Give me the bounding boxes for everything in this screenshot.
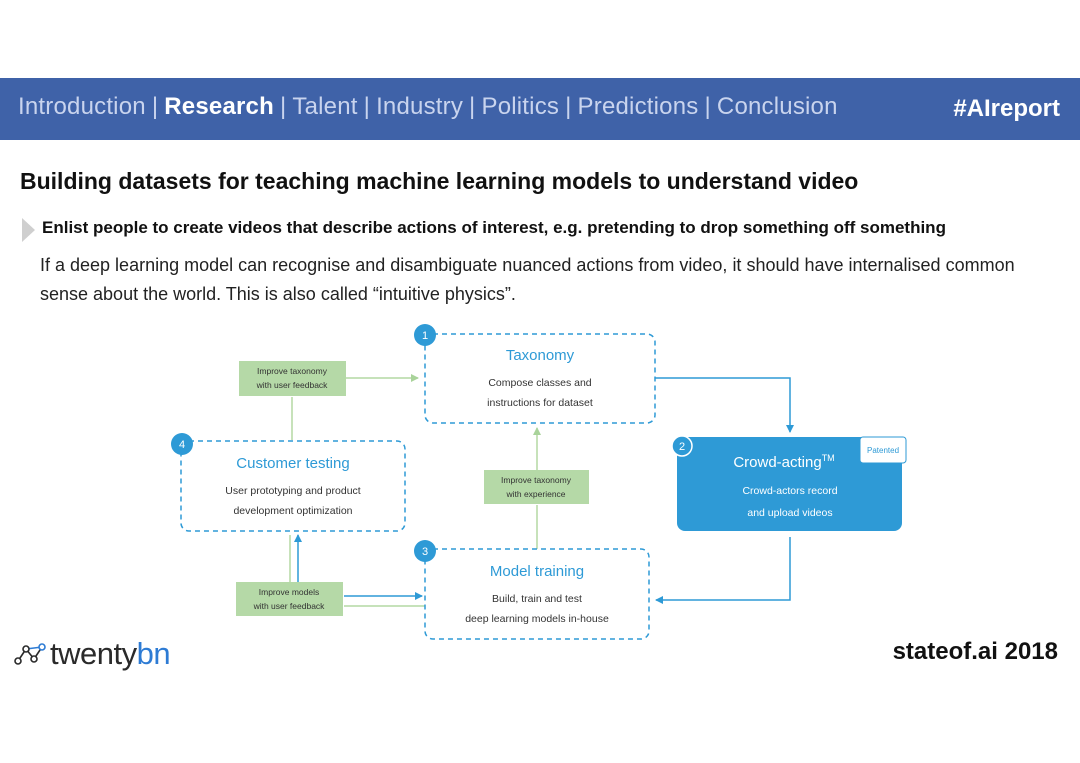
- feedback-mid-line2: with experience: [505, 489, 565, 499]
- logo-main: twenty: [50, 636, 137, 671]
- step-number-4: 4: [179, 439, 185, 451]
- crowd-title: Crowd-actingTM: [733, 453, 834, 471]
- bullet-text: Enlist people to create videos that desc…: [42, 218, 946, 237]
- nav-separator: |: [565, 93, 572, 120]
- customer-title: Customer testing: [236, 455, 349, 472]
- taxonomy-line1: Compose classes and: [488, 377, 591, 389]
- hashtag: #AIreport: [953, 95, 1060, 122]
- step-badge-1: [414, 324, 436, 346]
- connectors: [289, 374, 794, 607]
- patented-badge: [859, 436, 907, 464]
- step-number-1: 1: [422, 330, 428, 342]
- crowd-acting-node: 2 Patented Crowd-actingTM Crowd-actors r…: [671, 435, 907, 531]
- feedback-mid: Improve taxonomy with experience: [484, 470, 589, 504]
- nav-item-introduction[interactable]: Introduction: [18, 93, 146, 120]
- crowd-title-sup: TM: [822, 453, 835, 463]
- crowd-line1: Crowd-actors record: [742, 485, 837, 497]
- bullet-arrow-icon: [22, 218, 35, 242]
- molecule-icon: [14, 643, 46, 665]
- nav-item-industry[interactable]: Industry: [376, 93, 464, 120]
- arrow-taxonomy-to-crowd: [655, 377, 794, 433]
- feedback-bottom-line1: Improve models: [259, 587, 319, 597]
- nav-item-politics[interactable]: Politics: [481, 93, 560, 120]
- body-text: If a deep learning model can recognise a…: [40, 255, 1015, 304]
- page-title: Building datasets for teaching machine l…: [20, 168, 859, 194]
- feedback-top-line2: with user feedback: [256, 380, 329, 390]
- taxonomy-title: Taxonomy: [506, 347, 575, 364]
- feedback-bottom-line2: with user feedback: [253, 601, 326, 611]
- step-badge-3: [414, 540, 436, 562]
- nav-bar: Introduction|Research|Talent|Industry|Po…: [0, 78, 1080, 140]
- patented-label: Patented: [867, 446, 899, 455]
- crowd-line2: and upload videos: [747, 507, 832, 519]
- nav-separator: |: [363, 93, 371, 120]
- step-badge-4: [171, 433, 193, 455]
- footer-site: stateof.ai 2018: [892, 638, 1058, 665]
- customer-line2: development optimization: [233, 505, 352, 517]
- model-training-node: 3 Model training Build, train and test d…: [414, 540, 650, 640]
- logo-accent: bn: [136, 636, 171, 671]
- step-badge-2: [671, 435, 693, 457]
- nav-item-conclusion[interactable]: Conclusion: [716, 93, 838, 120]
- model-line1: Build, train and test: [492, 593, 582, 605]
- feedback-top-line1: Improve taxonomy: [257, 366, 328, 376]
- model-title: Model training: [490, 563, 584, 580]
- customer-line1: User prototyping and product: [225, 485, 360, 497]
- nav-item-predictions[interactable]: Predictions: [577, 93, 699, 120]
- nav-items: Introduction|Research|Talent|Industry|Po…: [18, 93, 838, 121]
- nav-separator: |: [279, 93, 287, 120]
- twentybn-logo: twentybn: [14, 636, 171, 672]
- nav-item-talent[interactable]: Talent: [292, 93, 358, 120]
- feedback-mid-line1: Improve taxonomy: [501, 475, 572, 485]
- nav-separator: |: [704, 93, 711, 120]
- nav-separator: |: [469, 93, 476, 120]
- nav-item-research[interactable]: Research: [164, 93, 274, 120]
- step-number-3: 3: [422, 546, 428, 558]
- taxonomy-node: 1 Taxonomy Compose classes and instructi…: [414, 324, 656, 424]
- customer-testing-node: 4 Customer testing User prototyping and …: [171, 433, 406, 532]
- step-number-2: 2: [679, 441, 685, 453]
- logo-text: twentybn: [50, 636, 171, 672]
- crowd-title-text: Crowd-acting: [733, 454, 821, 471]
- feedback-bottom: Improve models with user feedback: [236, 582, 343, 616]
- nav-separator: |: [151, 93, 159, 120]
- taxonomy-line2: instructions for dataset: [487, 397, 593, 409]
- model-line2: deep learning models in-house: [465, 613, 609, 625]
- feedback-top: Improve taxonomy with user feedback: [239, 361, 346, 396]
- arrow-crowd-to-model: [655, 537, 791, 604]
